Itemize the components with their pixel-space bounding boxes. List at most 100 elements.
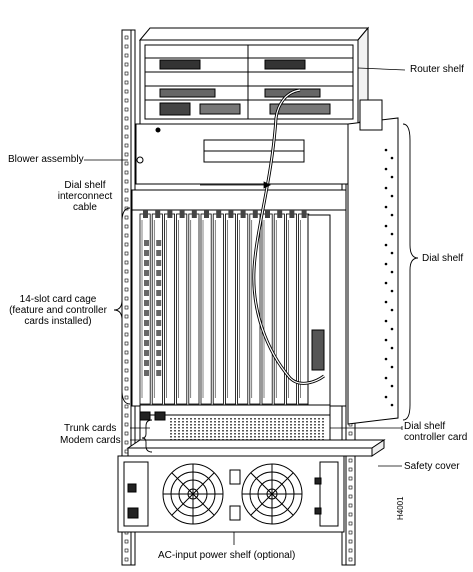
rail-hole [124,395,129,400]
side-panel-holes [384,148,394,407]
grille-dot [218,427,220,429]
grille-dot [294,433,296,435]
grille-dot [214,421,216,423]
grille-dot [262,430,264,432]
grille-dot [206,433,208,435]
controller-card [307,214,331,406]
side-hole [384,281,388,285]
label-dial-shelf: Dial shelf [422,253,464,264]
label-card-cage: 14-slot card cage (feature and controlle… [2,294,114,327]
grille-dot [306,421,308,423]
grille-dot [266,418,268,420]
side-hole [390,251,394,255]
grille-dot [174,424,176,426]
grille-dot [194,418,196,420]
grille-dot [198,427,200,429]
side-hole [390,213,394,217]
rail-hole [124,161,129,166]
grille-dot [210,436,212,438]
grille-dot [234,433,236,435]
rail-hole [348,476,353,481]
grille-dot [266,430,268,432]
card-port [144,290,149,296]
rail-hole [124,440,129,445]
side-hole [390,270,394,274]
grille-dot [286,421,288,423]
grille-dot [194,430,196,432]
grille-dot [226,421,228,423]
label-modem-cards: Modem cards [60,435,121,446]
rail-hole [124,170,129,175]
grille-dot [322,430,324,432]
card-cage [131,189,347,444]
grille-dot [274,424,276,426]
grille-dot [202,421,204,423]
grille-dot [250,421,252,423]
label-trunk-cards: Trunk cards [64,423,117,434]
grille-dot [258,433,260,435]
grille-dot [222,427,224,429]
grille-dot [222,436,224,438]
side-hole [390,289,394,293]
grille-dot [270,430,272,432]
grille-dot [182,436,184,438]
rail-hole [124,323,129,328]
grille-dot [206,424,208,426]
grille-dot [298,436,300,438]
grille-dot [214,424,216,426]
label-interconnect-line3: cable [73,202,97,213]
grille-dot [258,436,260,438]
grille-dot [182,433,184,435]
grille-dot [282,430,284,432]
grille-dot [178,424,180,426]
grille-dot [262,418,264,420]
grille-dot [210,421,212,423]
card-latch [204,210,209,218]
grille-dot [242,433,244,435]
grille-dot [310,421,312,423]
grille-dot [242,418,244,420]
grille-dot [242,424,244,426]
card-port [144,340,149,346]
grille-dot [218,418,220,420]
side-hole [384,395,388,399]
grille-dot [322,418,324,420]
grille-dot [294,427,296,429]
grille-dot [178,430,180,432]
rail-hole [124,557,129,562]
grille-dot [250,427,252,429]
grille-dot [202,418,204,420]
side-hole [384,167,388,171]
grille-dot [214,436,216,438]
grille-dot [274,430,276,432]
grille-dot [306,436,308,438]
grille-dot [214,433,216,435]
grille-dot [282,421,284,423]
grille-dot [254,436,256,438]
rail-hole [124,179,129,184]
grille-dot [174,436,176,438]
grille-dot [198,421,200,423]
grille-dot [246,430,248,432]
grille-dot [246,424,248,426]
grille-dot [238,436,240,438]
rail-hole [124,215,129,220]
grille-dot [202,424,204,426]
grille-dot [182,430,184,432]
grille-dot [270,436,272,438]
grille-dot [210,430,212,432]
grille-dot [306,424,308,426]
grille-dot [306,427,308,429]
grille-dot [290,430,292,432]
grille-dot [238,424,240,426]
rail-hole [124,224,129,229]
rail-hole [124,143,129,148]
grille-dot [186,430,188,432]
grille-dot [322,427,324,429]
grille-dot [250,424,252,426]
rail-hole [348,530,353,535]
rail-hole [124,44,129,49]
rail-hole [348,539,353,544]
grille-dot [182,424,184,426]
slot-card [237,213,249,405]
